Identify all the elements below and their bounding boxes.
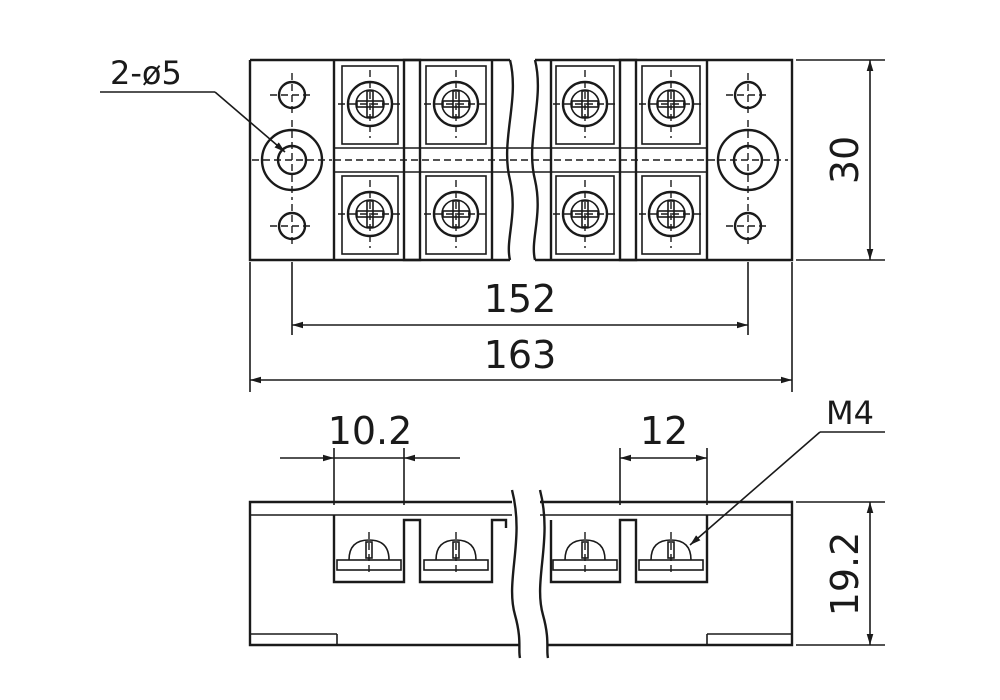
mounting-hole-icon: [270, 73, 314, 117]
side-screw-head-icon: [423, 532, 489, 574]
terminal-cells: [341, 65, 701, 255]
side-screw-head-icon: [552, 532, 618, 574]
mounting-hole-icon: [252, 120, 332, 200]
dim-label-19-2: 19.2: [823, 532, 867, 617]
dim-label-30: 30: [823, 136, 867, 184]
side-screw-head-icon: [638, 532, 704, 574]
phillips-screw-icon: [338, 70, 402, 138]
dim-label-152: 152: [484, 277, 557, 321]
body-outline-right: [535, 58, 794, 262]
center-channel: [334, 147, 707, 173]
callout-label-holes: 2-ø5: [110, 54, 182, 92]
mounting-hole-icon: [726, 204, 770, 248]
phillips-screw-icon: [424, 70, 488, 138]
side-outline-right: [540, 500, 794, 647]
mounting-hole-icon: [270, 204, 314, 248]
mounting-hole-icon: [708, 120, 788, 200]
phillips-screw-icon: [639, 70, 703, 138]
side-view: [248, 489, 794, 659]
side-outline-left: [248, 500, 520, 647]
phillips-screw-icon: [639, 180, 703, 248]
top-view: [248, 58, 794, 262]
dim-hole-spacing: 152: [291, 262, 749, 335]
side-break-right: [538, 489, 550, 659]
body-outline-left: [248, 58, 510, 262]
dim-height-top: 30: [796, 59, 885, 261]
break-line-left: [505, 59, 515, 261]
dim-overall-length: 163: [249, 262, 793, 392]
dim-pitch-b: 12: [619, 409, 708, 505]
phillips-screw-icon: [553, 70, 617, 138]
phillips-screw-icon: [338, 180, 402, 248]
mounting-hole-group: [252, 73, 788, 248]
dim-height-side: 19.2: [796, 501, 885, 646]
callout-mount-holes: 2-ø5: [100, 54, 286, 153]
screw-group: [338, 70, 703, 248]
side-screw-group: [336, 532, 704, 574]
callout-label-m4: M4: [826, 394, 874, 432]
dim-label-10-2: 10.2: [328, 409, 413, 453]
callout-screw: M4: [689, 394, 885, 546]
break-line-right: [530, 59, 540, 261]
mounting-hole-icon: [726, 73, 770, 117]
dim-label-12: 12: [640, 409, 688, 453]
phillips-screw-icon: [553, 180, 617, 248]
side-pockets: [332, 515, 709, 584]
phillips-screw-icon: [424, 180, 488, 248]
side-screw-head-icon: [336, 532, 402, 574]
dim-pitch-a: 10.2: [280, 409, 460, 505]
dim-label-163: 163: [484, 333, 557, 377]
side-break-left: [510, 489, 522, 659]
